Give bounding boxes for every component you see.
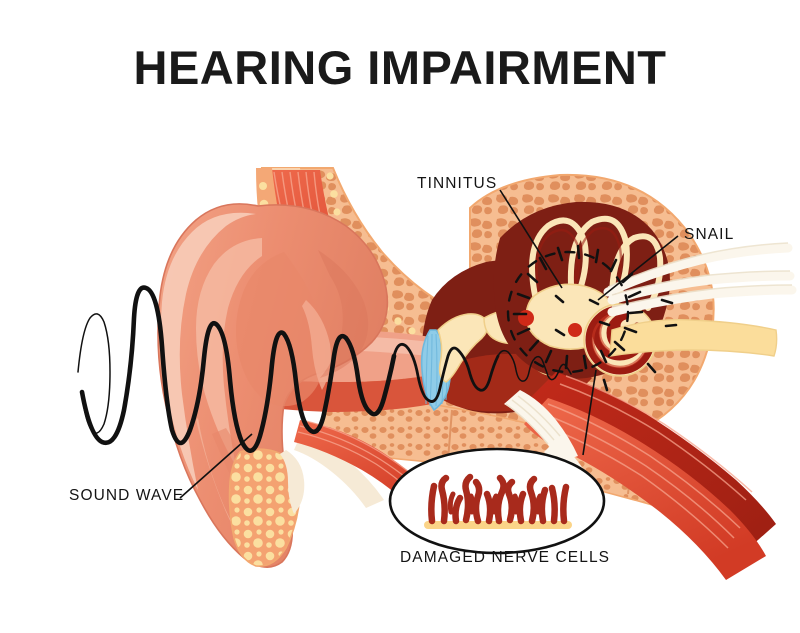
earlobe-fat-group bbox=[228, 448, 305, 567]
broken-cilia-fragments bbox=[447, 491, 543, 515]
leader-snail bbox=[597, 235, 679, 301]
wave-segment-4 bbox=[497, 349, 572, 382]
muscle-striations-lower bbox=[539, 375, 753, 549]
label-sound-wave: SOUND WAVE bbox=[69, 487, 185, 504]
tragus-fold bbox=[302, 300, 331, 390]
canal-tendon-group bbox=[294, 436, 384, 508]
leader-sound-wave bbox=[179, 433, 253, 499]
round-window bbox=[518, 310, 534, 326]
wave-segment-3 bbox=[392, 342, 500, 403]
label-damaged-nerve-cells: DAMAGED NERVE CELLS bbox=[400, 549, 611, 566]
leader-lines bbox=[179, 189, 679, 499]
label-snail: SNAIL bbox=[684, 226, 735, 243]
leader-nerve-cells bbox=[582, 369, 597, 456]
lobe-cartilage-streak bbox=[280, 450, 305, 514]
hair-cells bbox=[428, 473, 570, 525]
auditory-nerve-trunk bbox=[609, 319, 778, 357]
antihelix bbox=[196, 238, 262, 466]
helix-highlight bbox=[160, 212, 256, 491]
tinnitus-dashed-ring bbox=[506, 250, 630, 374]
cochlea-spiral bbox=[585, 305, 655, 375]
inner-ear-group bbox=[493, 201, 797, 396]
damaged-nerve-cells-inset bbox=[388, 447, 606, 555]
pinna-right-shadow bbox=[318, 250, 369, 378]
label-tinnitus: TINNITUS bbox=[417, 175, 498, 192]
leader-tinnitus bbox=[499, 189, 563, 289]
tendon-fibers bbox=[505, 395, 561, 445]
malleus-bone bbox=[437, 313, 489, 383]
wave-segment-1 bbox=[77, 313, 111, 434]
sound-wave-group bbox=[77, 285, 572, 453]
canal-tendon bbox=[294, 436, 384, 508]
oval-window bbox=[568, 323, 582, 337]
wave-segment-2 bbox=[79, 285, 397, 453]
nerve-strand-outlines bbox=[607, 242, 793, 308]
page-title: HEARING IMPAIRMENT bbox=[133, 41, 667, 94]
concha-shade bbox=[236, 252, 326, 407]
hair-cell-base bbox=[424, 521, 572, 529]
